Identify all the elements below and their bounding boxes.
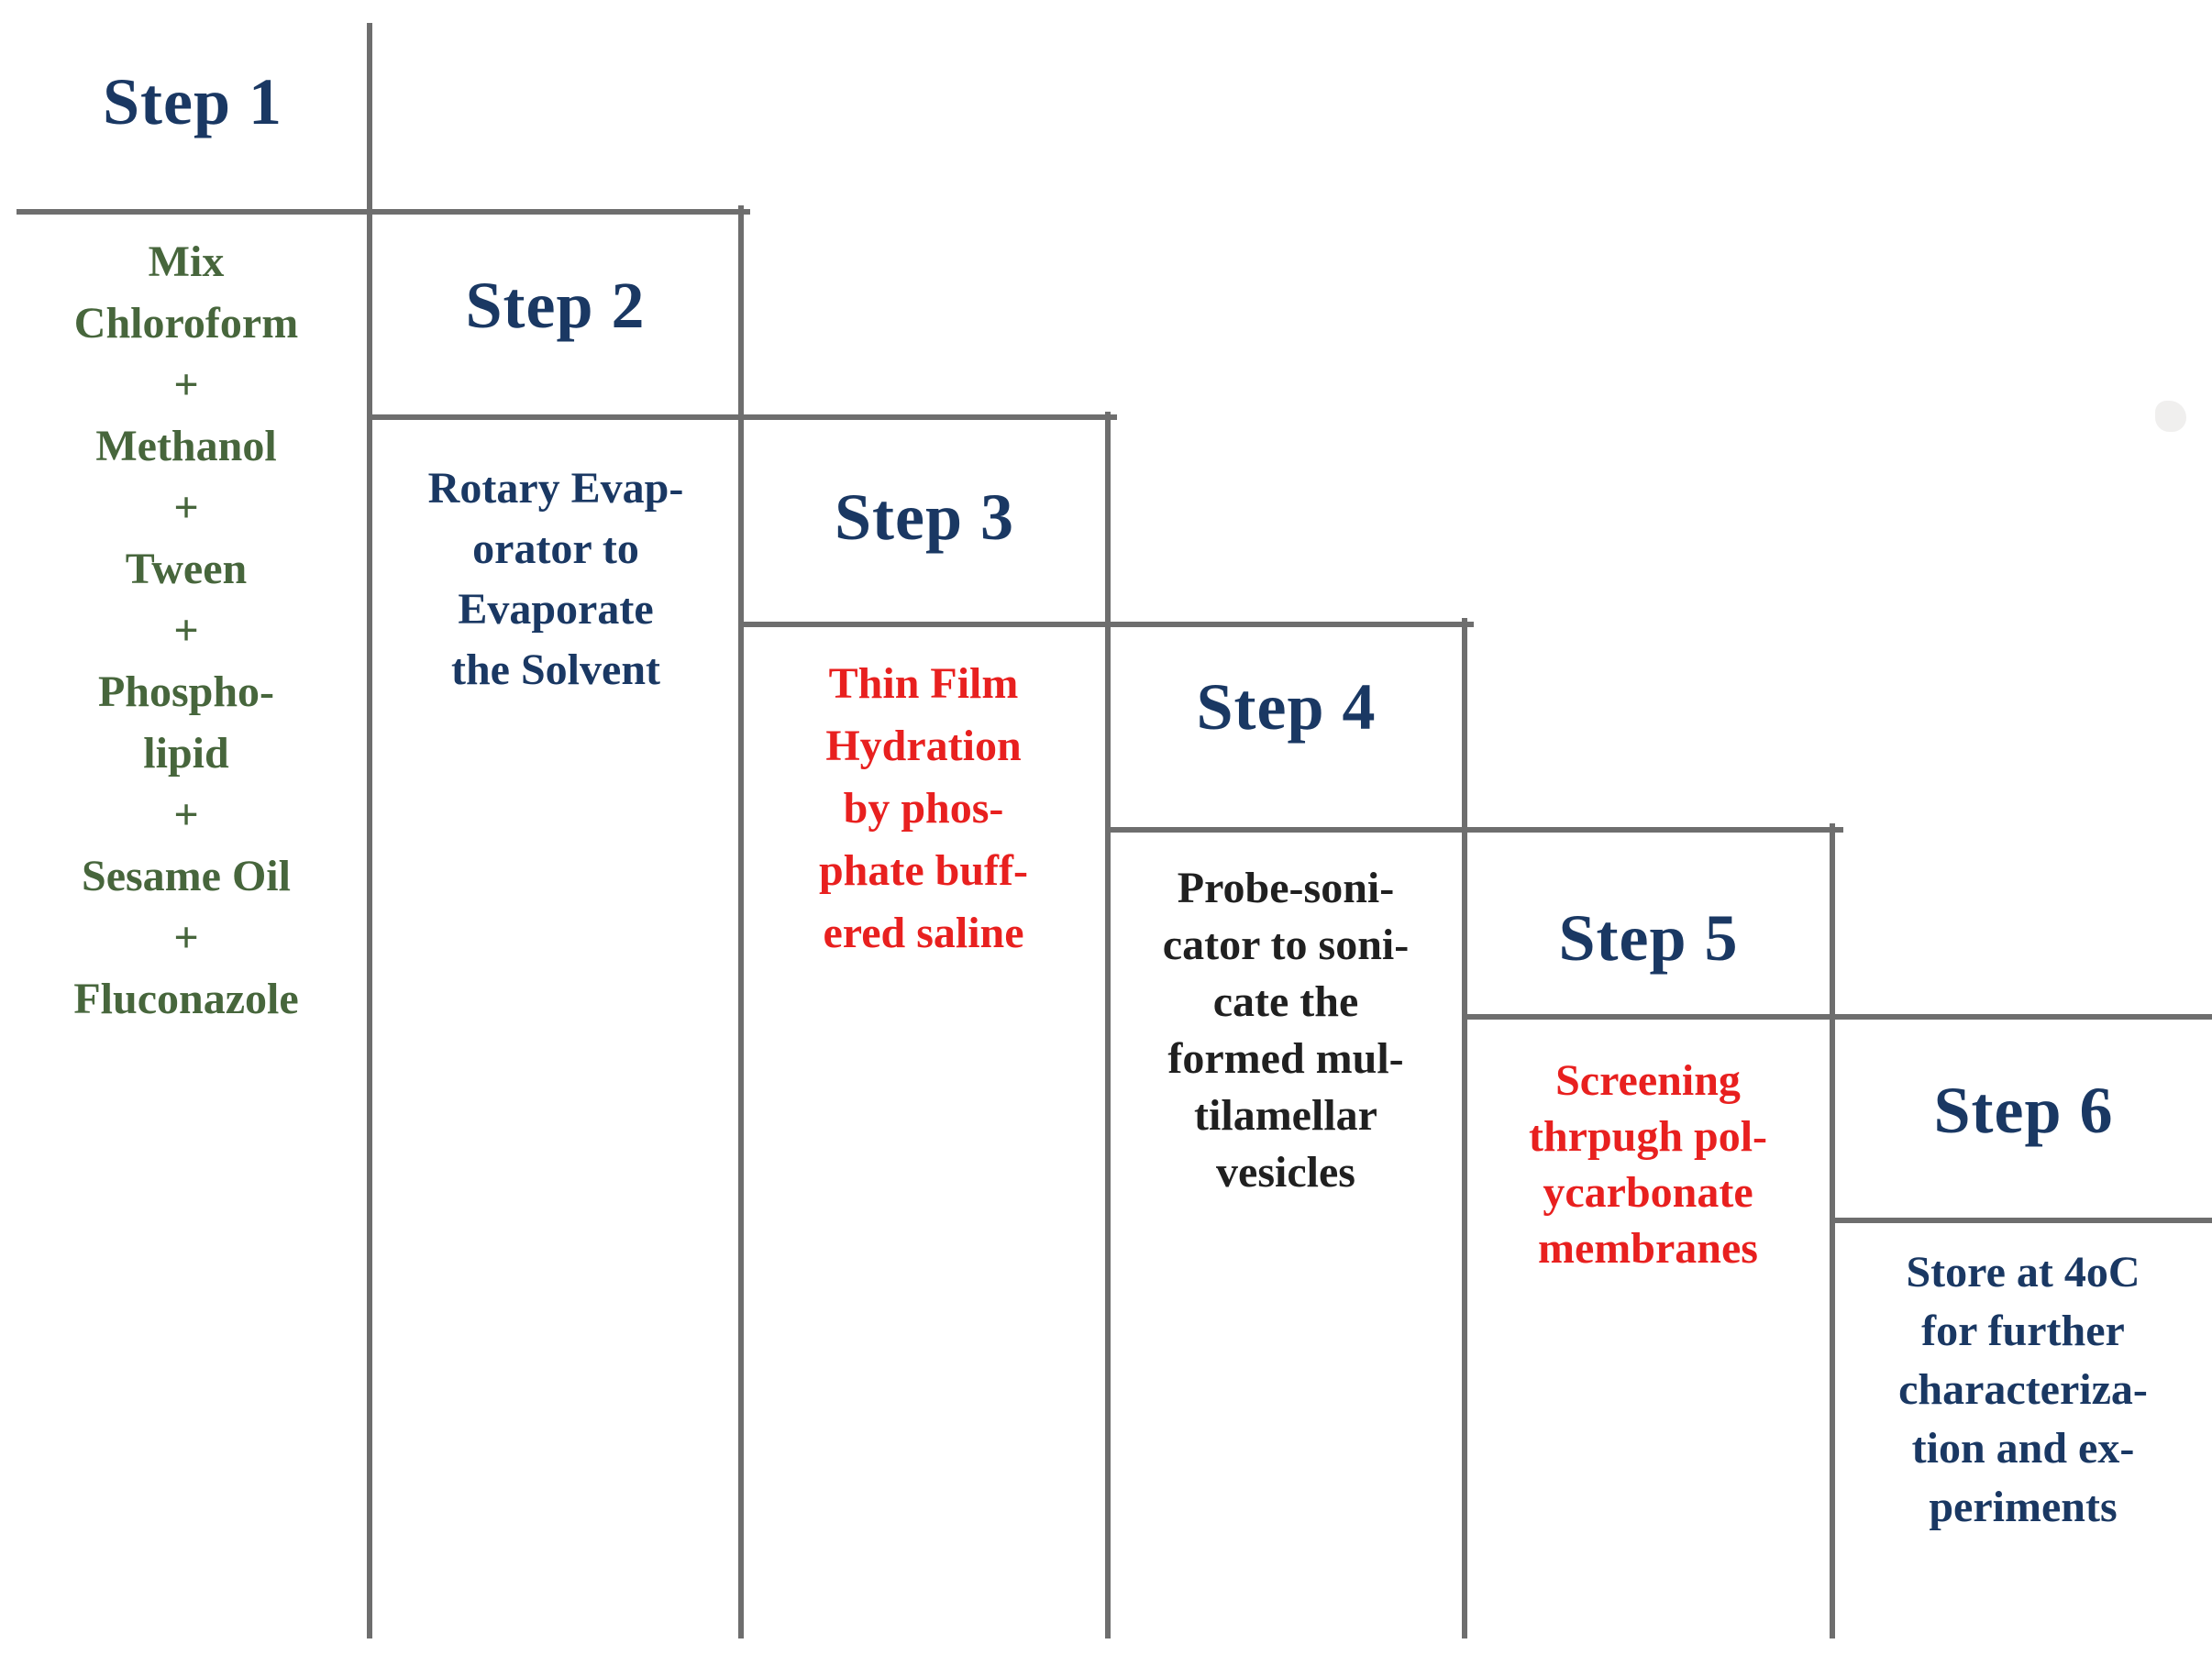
step-3-title: Step 3 [834,480,1015,554]
step-6-title: Step 6 [1933,1074,2114,1147]
grid-hline-6 [1830,1218,2212,1223]
grid-hline-5 [1462,1014,2212,1020]
step-2-description: Rotary Evap- orator to Evaporate the Sol… [427,464,684,694]
step-1-description: Mix Chloroform + Methanol + Tween + Phos… [73,237,299,1023]
grid-hline-3 [738,622,1474,627]
grid-vline-1 [367,23,372,1638]
step-5-title: Step 5 [1558,901,1739,975]
step-6-description: Store at 4oC for further characteriza- t… [1898,1248,2148,1531]
grid-vline-5 [1830,823,1835,1638]
grid-vline-2 [738,205,744,1638]
grid-vline-4 [1462,618,1467,1638]
step-4-title: Step 4 [1196,670,1377,744]
step-5-description: Screening thrpugh pol- ycarbonate membra… [1528,1056,1768,1273]
grid-hline-2 [367,414,1117,420]
scan-artifact-smudge [2155,401,2186,432]
step-1-title: Step 1 [102,65,283,138]
step-4-description: Probe-soni- cator to soni- cate the form… [1162,864,1410,1197]
grid-hline-4 [1105,827,1843,833]
step-3-description: Thin Film Hydration by phos- phate buff-… [818,659,1029,957]
grid-vline-3 [1105,412,1111,1638]
step-2-title: Step 2 [465,269,646,342]
grid-hline-1 [17,209,750,215]
